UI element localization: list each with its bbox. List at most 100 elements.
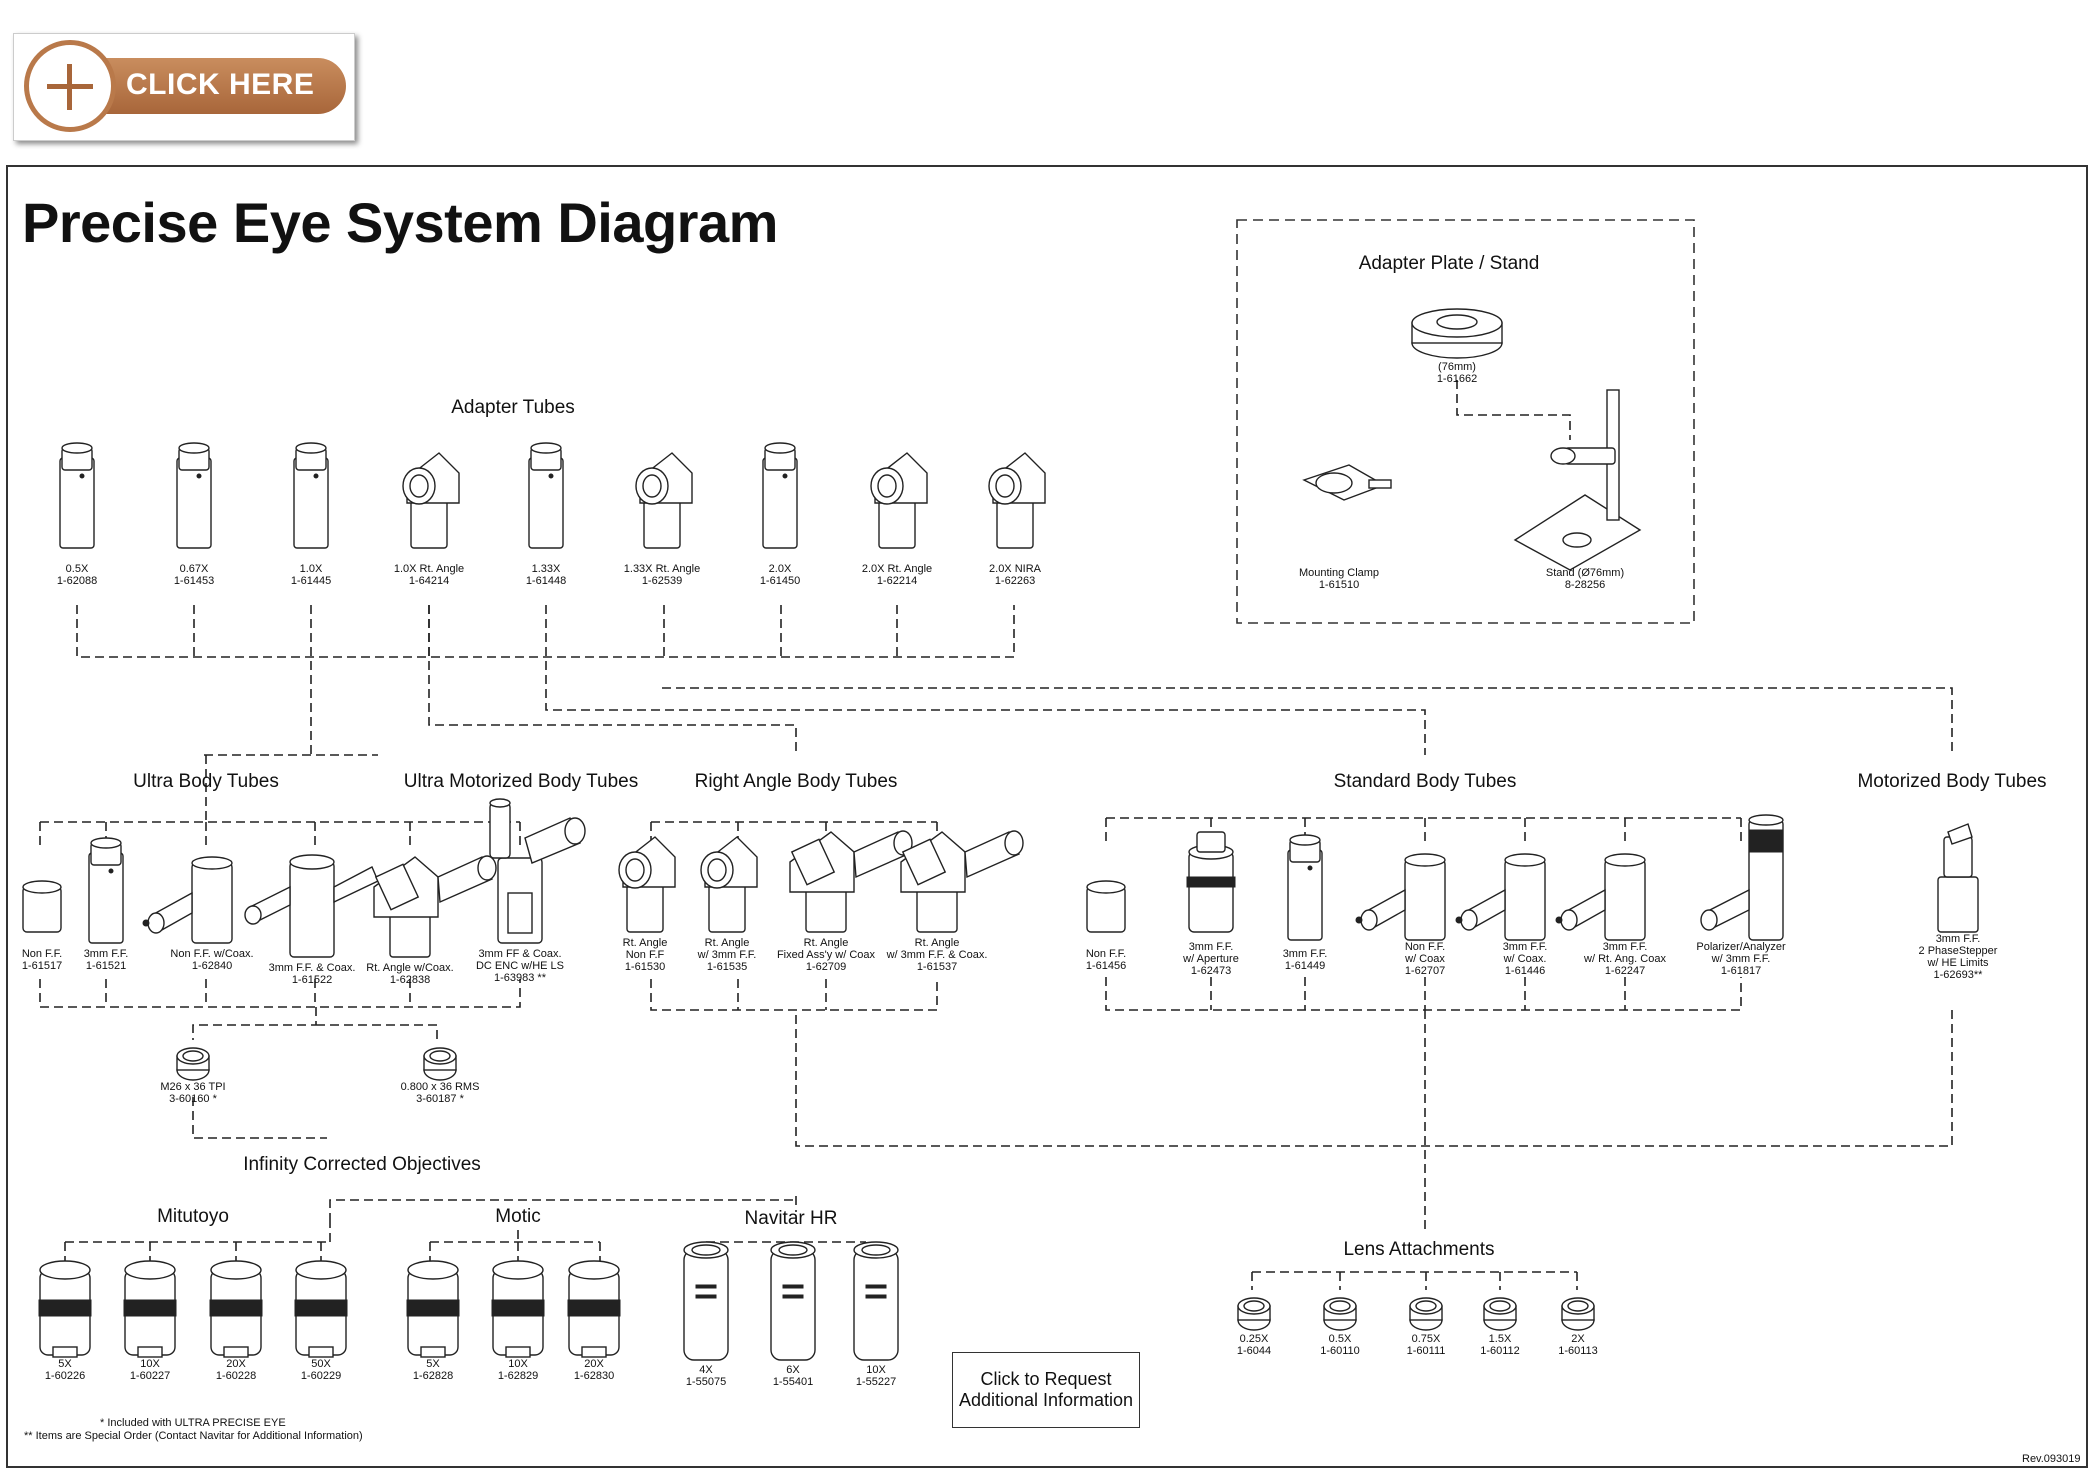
adapter-tubes-items-6-illustration: [762, 442, 798, 549]
adapter-tubes-items-7-illustration: [870, 452, 928, 549]
standard-body-tubes-items-4-illustration: [1455, 853, 1546, 941]
ultra-body-tubes-items-2-illustration: [142, 856, 233, 944]
motorized-body-tubes-heading: Motorized Body Tubes: [1857, 771, 2046, 792]
standard-body-tubes-items-5-illustration: [1555, 853, 1646, 941]
standard-body-tubes-items-3-illustration: [1355, 853, 1446, 941]
infinity-corrected-objectives-groups-2-items-0-illustration: [683, 1241, 729, 1361]
thread-adapters-items-0-illustration: [176, 1047, 210, 1081]
revision-label: Rev.093019: [2022, 1453, 2081, 1465]
plus-icon: [24, 40, 116, 132]
adapter-plate-stand-items-1-illustration: [1302, 464, 1392, 501]
lens-attachments-heading: Lens Attachments: [1343, 1239, 1494, 1260]
infinity-corrected-objectives-groups-2-items-1-illustration: [770, 1241, 816, 1361]
adapter-tubes-items-5-illustration: [635, 452, 693, 549]
page-title: Precise Eye System Diagram: [22, 191, 778, 254]
thread-adapters-items-1-illustration: [423, 1047, 457, 1081]
adapter-tubes-items-3-illustration: [402, 452, 460, 549]
ultra-body-tubes-items-3-label: 3mm F.F. & Coax.1-61522: [269, 962, 356, 986]
adapter-plate-stand-items-2-label: Stand (Ø76mm)8-28256: [1546, 567, 1624, 591]
infinity-corrected-objectives-groups-0-items-1-illustration: [123, 1260, 177, 1358]
click-here-button[interactable]: CLICK HERE: [13, 33, 355, 141]
ultra-motorized-body-tubes-items-0-label: Rt. Angle w/Coax.1-62838: [366, 962, 453, 986]
ultra-body-tubes-items-1-label: 3mm F.F.1-61521: [84, 948, 129, 972]
diagram-frame: [6, 165, 2088, 1468]
request-info-button[interactable]: Click to Request Additional Information: [952, 1352, 1140, 1428]
motic-heading: Motic: [495, 1206, 540, 1227]
product-illustrations: [22, 308, 1979, 1361]
right-angle-body-tubes-heading: Right Angle Body Tubes: [695, 771, 898, 792]
adapter-tubes-items-1-illustration: [176, 442, 212, 549]
request-info-line-1: Click to Request: [980, 1369, 1112, 1389]
infinity-corrected-objectives-groups-1-items-0-illustration: [406, 1260, 460, 1358]
right-angle-body-tubes-items-3-illustration: [900, 830, 1024, 933]
footnote-single-star: * Included with ULTRA PRECISE EYE: [100, 1417, 286, 1429]
right-angle-body-tubes-items-2-illustration: [789, 830, 913, 933]
request-info-line-2: Additional Information: [958, 1390, 1134, 1410]
adapter-tubes-items-0-illustration: [59, 442, 95, 549]
mitutoyo-heading: Mitutoyo: [157, 1206, 229, 1227]
infinity-corrected-objectives-groups-2-items-2-illustration: [853, 1241, 899, 1361]
standard-body-tubes-items-0-illustration: [1086, 880, 1126, 933]
footnote-double-star: ** Items are Special Order (Contact Navi…: [24, 1430, 363, 1442]
infinity-corrected-objectives-heading: Infinity Corrected Objectives: [243, 1154, 481, 1175]
ultra-body-tubes-items-3-illustration: [244, 854, 379, 958]
ultra-motorized-body-tubes-items-0-illustration: [373, 855, 497, 958]
right-angle-body-tubes-items-1-illustration: [700, 836, 758, 933]
adapter-plate-stand-items-0-label: (76mm)1-61662: [1437, 361, 1477, 385]
adapter-tubes-heading: Adapter Tubes: [451, 397, 575, 418]
adapter-plate-stand-items-0-illustration: [1411, 308, 1503, 359]
infinity-corrected-objectives-groups-0-items-3-illustration: [294, 1260, 348, 1358]
click-here-label: CLICK HERE: [126, 68, 315, 101]
standard-body-tubes-items-1-illustration: [1186, 831, 1236, 933]
standard-body-tubes-heading: Standard Body Tubes: [1334, 771, 1517, 792]
standard-body-tubes-items-2-label: 3mm F.F.1-61449: [1283, 948, 1328, 972]
lens-attachments-items-0-illustration: [1237, 1297, 1271, 1331]
adapter-tubes-items-2-illustration: [293, 442, 329, 549]
standard-body-tubes-items-2-illustration: [1287, 834, 1323, 941]
ultra-body-tubes-items-0-label: Non F.F.1-61517: [22, 948, 62, 972]
ultra-body-tubes-heading: Ultra Body Tubes: [133, 771, 279, 792]
infinity-corrected-objectives-groups-0-items-0-illustration: [38, 1260, 92, 1358]
infinity-corrected-objectives-groups-0-items-2-illustration: [209, 1260, 263, 1358]
motorized-body-tubes-items-0-illustration: [1937, 823, 1979, 933]
adapter-tubes-items-4-illustration: [528, 442, 564, 549]
standard-body-tubes-items-6-illustration: [1700, 814, 1784, 941]
lens-attachments-items-2-illustration: [1409, 1297, 1443, 1331]
lens-attachments-items-4-illustration: [1561, 1297, 1595, 1331]
lens-attachments-items-3-illustration: [1483, 1297, 1517, 1331]
lens-attachments-items-1-illustration: [1323, 1297, 1357, 1331]
adapter-plate-stand-box: [1236, 219, 1695, 624]
